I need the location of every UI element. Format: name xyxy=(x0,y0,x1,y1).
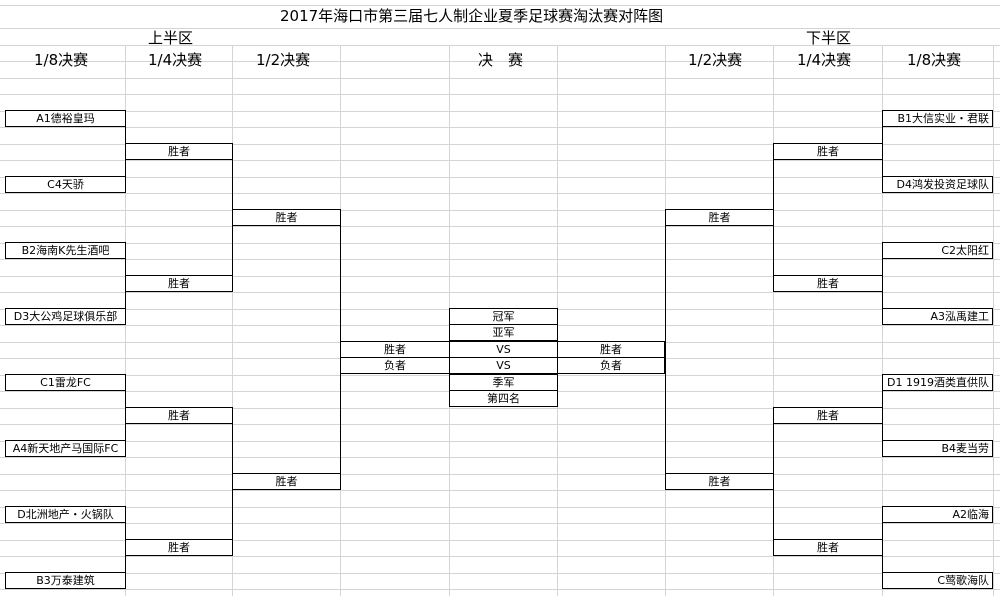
team-cell: D3大公鸡足球俱乐部 xyxy=(5,308,126,325)
team-cell: D北洲地产・火锅队 xyxy=(5,506,126,523)
bracket-connector xyxy=(125,258,126,325)
winner-cell: 胜者 xyxy=(773,143,883,160)
team-cell: D1 1919酒类直供队 xyxy=(882,374,993,391)
lower-half-label: 下半区 xyxy=(806,29,852,47)
bracket-connector xyxy=(232,423,233,556)
team-cell: C2太阳红 xyxy=(882,242,993,259)
winner-cell: 胜者 xyxy=(665,473,774,490)
sheet-title: 2017年海口市第三届七人制企业夏季足球赛淘汰赛对阵图 xyxy=(280,7,664,25)
bracket-connector xyxy=(232,159,233,292)
team-cell: B1大信实业・君联 xyxy=(882,110,993,127)
final-loser-cell: 负者 xyxy=(340,357,450,374)
team-cell: A4新天地产马国际FC xyxy=(5,440,126,457)
col-left-r16: 1/8决赛 xyxy=(34,51,89,69)
team-cell: D4鸿发投资足球队 xyxy=(882,176,993,193)
final-winner-cell: 胜者 xyxy=(557,341,665,358)
vs-cell: VS xyxy=(449,341,558,358)
winner-cell: 胜者 xyxy=(125,143,233,160)
bracket-connector xyxy=(882,522,883,589)
team-cell: B3万泰建筑 xyxy=(5,572,126,589)
team-cell: A2临海 xyxy=(882,506,993,523)
final-winner-cell: 胜者 xyxy=(340,341,450,358)
bracket-connector xyxy=(665,225,666,490)
bracket-connector xyxy=(882,258,883,325)
bracket-connector xyxy=(773,159,774,292)
winner-cell: 胜者 xyxy=(665,209,774,226)
team-cell: C4天骄 xyxy=(5,176,126,193)
vs-cell: VS xyxy=(449,357,558,374)
team-cell: A1德裕皇玛 xyxy=(5,110,126,127)
final-loser-cell: 负者 xyxy=(557,357,665,374)
team-cell: B2海南K先生酒吧 xyxy=(5,242,126,259)
bracket-connector xyxy=(882,390,883,457)
winner-cell: 胜者 xyxy=(773,539,883,556)
team-cell: C莺歌海队 xyxy=(882,572,993,589)
bracket-connector xyxy=(882,126,883,193)
col-right-r16: 1/8决赛 xyxy=(907,51,962,69)
col-left-sf: 1/2决赛 xyxy=(256,51,311,69)
winner-cell: 胜者 xyxy=(232,209,341,226)
winner-cell: 胜者 xyxy=(125,539,233,556)
third-place-cell: 季军 xyxy=(449,374,558,391)
bracket-connector xyxy=(773,423,774,556)
team-cell: B4麦当劳 xyxy=(882,440,993,457)
winner-cell: 胜者 xyxy=(125,275,233,292)
champion-cell: 冠军 xyxy=(449,308,558,325)
bracket-connector xyxy=(125,522,126,589)
col-right-sf: 1/2决赛 xyxy=(688,51,743,69)
col-right-qf: 1/4决赛 xyxy=(797,51,852,69)
winner-cell: 胜者 xyxy=(125,407,233,424)
upper-half-label: 上半区 xyxy=(148,29,194,47)
runner-up-cell: 亚军 xyxy=(449,324,558,341)
col-left-qf: 1/4决赛 xyxy=(148,51,203,69)
bracket-connector xyxy=(125,390,126,457)
bracket-connector xyxy=(125,126,126,193)
col-final: 决 赛 xyxy=(478,51,524,69)
winner-cell: 胜者 xyxy=(232,473,341,490)
team-cell: C1雷龙FC xyxy=(5,374,126,391)
winner-cell: 胜者 xyxy=(773,275,883,292)
fourth-place-cell: 第四名 xyxy=(449,390,558,407)
winner-cell: 胜者 xyxy=(773,407,883,424)
team-cell: A3泓禹建工 xyxy=(882,308,993,325)
bracket-connector xyxy=(340,225,341,490)
